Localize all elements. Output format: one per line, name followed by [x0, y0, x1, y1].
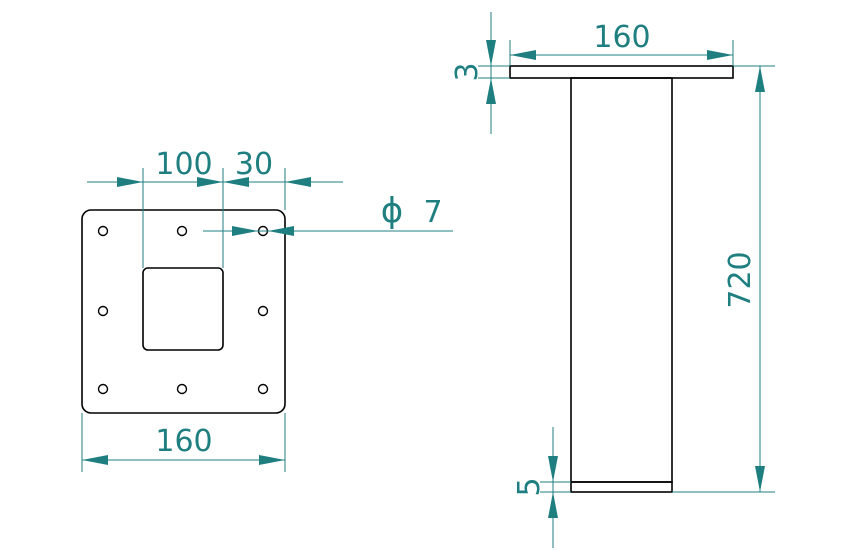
post-side-view: 160 3 720 5 [450, 12, 775, 548]
hole-middle-left [97, 305, 109, 317]
dim-160-plate-label: 160 [155, 424, 212, 459]
dimension-height: 720 [672, 65, 775, 493]
bottom-plate [570, 481, 673, 493]
dim-720-label: 720 [723, 251, 758, 308]
dimension-plate-width: 160 [81, 413, 286, 472]
dim-7-label: 7 [423, 195, 442, 230]
dimension-bottom-thickness: 5 [512, 427, 571, 548]
dim-30-label: 30 [235, 147, 273, 182]
hole-top-left [97, 225, 109, 237]
dimension-top-plate-width: 160 [509, 20, 734, 66]
dim-100-label: 100 [155, 147, 212, 182]
plate-holes [97, 225, 269, 395]
dimension-hole-diameter: ϕ 7 [203, 191, 453, 236]
plate-outline [81, 209, 286, 414]
diameter-symbol: ϕ [381, 191, 403, 231]
post-tube [570, 77, 673, 483]
plate-square-tube-opening [142, 267, 224, 351]
dimension-top-chain: 100 30 [87, 147, 343, 268]
hole-middle-right [257, 305, 269, 317]
hole-bottom-center [176, 383, 188, 395]
dim-160-top-label: 160 [593, 20, 650, 55]
dim-3-label: 3 [450, 62, 485, 81]
hole-bottom-left [97, 383, 109, 395]
dim-5-label: 5 [512, 477, 547, 496]
plate-view: 100 30 ϕ 7 160 [81, 147, 453, 472]
dimension-top-thickness: 3 [450, 12, 510, 134]
hole-top-center [176, 225, 188, 237]
hole-bottom-right [257, 383, 269, 395]
top-plate [509, 65, 734, 79]
